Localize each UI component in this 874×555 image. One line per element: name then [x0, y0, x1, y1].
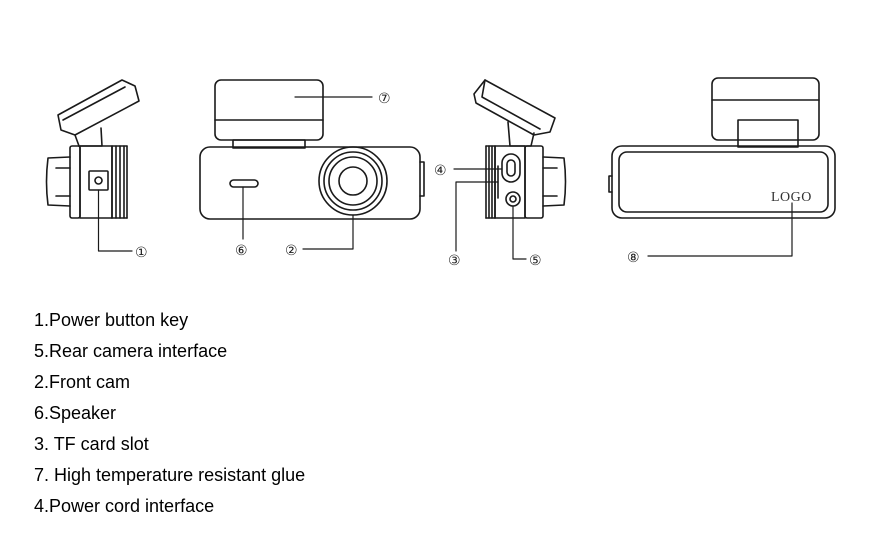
- callout-5: ⑤: [529, 253, 542, 269]
- callout-7: ⑦: [378, 91, 391, 107]
- legend-item-front-cam: 2.Front cam: [34, 372, 131, 392]
- legend-item-power-cord-interface: 4.Power cord interface: [34, 496, 215, 516]
- parts-legend: 1.Power button key 5.Rear camera interfa…: [34, 305, 305, 522]
- callout-1: ①: [135, 245, 148, 261]
- legend-item-speaker: 6.Speaker: [34, 403, 117, 423]
- leader-1: [97, 189, 133, 252]
- leader-2: [302, 214, 354, 250]
- callout-6: ⑥: [235, 243, 248, 259]
- legend-item-rear-camera-interface: 5.Rear camera interface: [34, 341, 228, 361]
- side-view-right: [453, 79, 567, 260]
- legend-item-tf-card-slot: 3. TF card slot: [34, 434, 149, 454]
- logo-text: LOGO: [771, 190, 812, 205]
- callout-2: ②: [285, 243, 298, 259]
- side-view-left: [45, 79, 140, 252]
- front-view: [199, 79, 425, 250]
- callout-4: ④: [434, 163, 447, 179]
- legend-item-heat-resistant-glue: 7. High temperature resistant glue: [34, 465, 306, 485]
- leader-5: [512, 205, 527, 260]
- rear-view: [608, 77, 836, 257]
- legend-item-power-button: 1.Power button key: [34, 310, 189, 330]
- leader-3: [455, 181, 499, 252]
- callout-8: ⑧: [627, 250, 640, 266]
- callout-3: ③: [448, 253, 461, 269]
- dashcam-diagram: LOGO ① ② ③ ④ ⑤ ⑥ ⑦ ⑧: [45, 77, 836, 269]
- leader-8: [647, 202, 793, 257]
